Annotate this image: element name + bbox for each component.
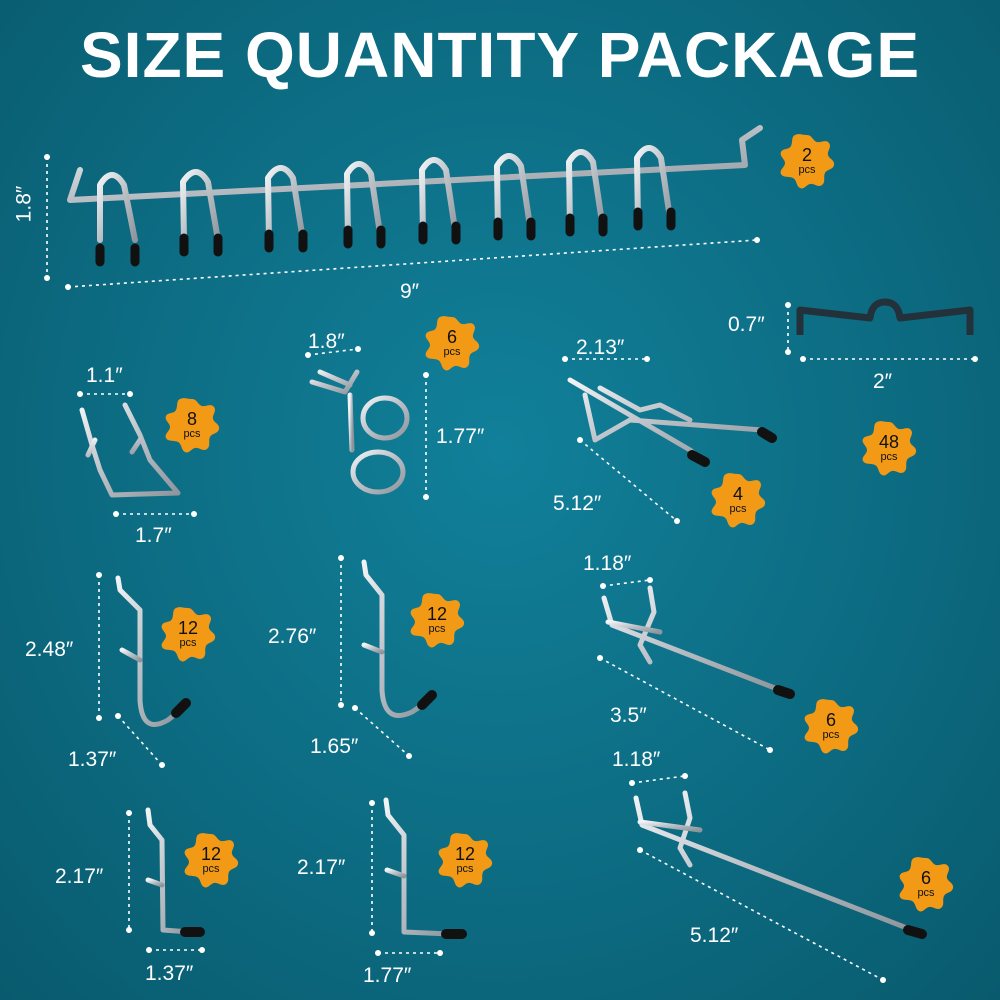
hook9-length-label: 5.12″ (690, 924, 739, 947)
strip-qty-badge: 2 pcs (779, 133, 835, 189)
flower-badge-icon (184, 833, 239, 888)
hook1-length-label: 1.7″ (135, 524, 172, 547)
hook1-qty-badge: 8 pcs (164, 397, 220, 453)
hook6-qty: 6 (825, 710, 836, 730)
long-peg-hook-shape (633, 790, 915, 933)
hook4-qty: 12 (177, 618, 199, 638)
flower-badge-icon (410, 593, 465, 648)
hook5-qty-badge: 12 pcs (409, 592, 465, 648)
flower-badge-icon (165, 398, 220, 453)
hook4-height-label: 2.48″ (25, 638, 74, 661)
bracket-qty-unit: pcs (880, 451, 898, 463)
hook5-height-label: 2.76″ (268, 625, 317, 648)
strip-height-label: 1.8″ (12, 185, 36, 223)
multi-hook-strip (67, 125, 763, 243)
hook-tips (171, 427, 927, 939)
hook1-qty: 8 (186, 409, 197, 429)
hook6-qty-unit: pcs (822, 729, 840, 741)
hook4-depth-label: 1.37″ (68, 748, 117, 771)
hook2-qty-unit: pcs (443, 346, 461, 358)
hook3-qty-unit: pcs (729, 503, 747, 515)
hook5-depth-label: 1.65″ (310, 735, 359, 758)
flower-badge-icon (899, 857, 954, 912)
hook9-qty-badge: 6 pcs (898, 856, 954, 912)
hook7-qty: 12 (200, 844, 222, 864)
flower-badge-icon (161, 607, 216, 662)
hook2-height-label: 1.77″ (436, 425, 485, 448)
l-hook-small-shape (145, 807, 193, 935)
page-title: SIZE QUANTITY PACKAGE (79, 19, 921, 91)
hook3-width-label: 2.13″ (576, 336, 625, 359)
hook6-qty-badge: 6 pcs (803, 698, 859, 754)
bracket-qty-badge: 48 pcs (861, 420, 917, 476)
hook1-width-label: 1.1″ (86, 364, 123, 387)
hook5-qty-unit: pcs (428, 623, 446, 635)
flower-badge-icon (438, 833, 493, 888)
hook8-height-label: 2.17″ (297, 856, 346, 879)
flower-badge-icon (425, 316, 480, 371)
hook6-width-label: 1.18″ (583, 552, 632, 575)
double-prong-hook-shape (567, 377, 765, 461)
hook8-qty: 12 (454, 844, 476, 864)
flower-badge-icon (862, 421, 917, 476)
hook8-qty-badge: 12 pcs (437, 832, 493, 888)
bracket-width-label: 2″ (873, 370, 893, 393)
bracket-shape (796, 298, 974, 335)
bracket-qty: 48 (878, 432, 900, 452)
hook9-qty: 6 (920, 868, 931, 888)
j-hook-large-shape (361, 559, 427, 718)
hook5-qty: 12 (426, 604, 448, 624)
hook7-qty-unit: pcs (202, 863, 220, 875)
hook7-qty-badge: 12 pcs (183, 832, 239, 888)
hook9-qty-unit: pcs (917, 887, 935, 899)
dimension-endpoints (44, 154, 978, 983)
hook2-width-label: 1.8″ (308, 330, 345, 353)
flower-badge-icon (780, 134, 835, 189)
hook3-qty: 4 (732, 484, 743, 504)
hook8-length-label: 1.77″ (363, 964, 412, 987)
j-hook-small-shape (115, 575, 181, 727)
l-hook-large-shape (383, 797, 453, 937)
flower-badge-icon (804, 699, 859, 754)
hook6-length-label: 3.5″ (610, 704, 647, 727)
bracket-height-label: 0.7″ (728, 313, 765, 336)
strip-qty: 2 (801, 145, 812, 165)
hook4-qty-badge: 12 pcs (160, 606, 216, 662)
strip-qty-unit: pcs (798, 164, 816, 176)
hook1-qty-unit: pcs (183, 428, 201, 440)
hook2-qty-badge: 6 pcs (424, 315, 480, 371)
hook7-height-label: 2.17″ (55, 865, 104, 888)
hook3-qty-badge: 4 pcs (710, 472, 766, 528)
hook4-qty-unit: pcs (179, 637, 197, 649)
hook3-length-label: 5.12″ (553, 492, 602, 515)
short-peg-hook-shape (601, 585, 783, 693)
hook8-qty-unit: pcs (456, 863, 474, 875)
hook7-length-label: 1.37″ (145, 962, 194, 985)
hook9-width-label: 1.18″ (612, 748, 661, 771)
flower-badge-icon (711, 473, 766, 528)
strip-tips (95, 207, 676, 267)
hook2-qty: 6 (446, 327, 457, 347)
ring-hook-shape (309, 369, 360, 395)
dimension-lines (46, 157, 975, 981)
strip-width-label: 9″ (400, 280, 420, 303)
